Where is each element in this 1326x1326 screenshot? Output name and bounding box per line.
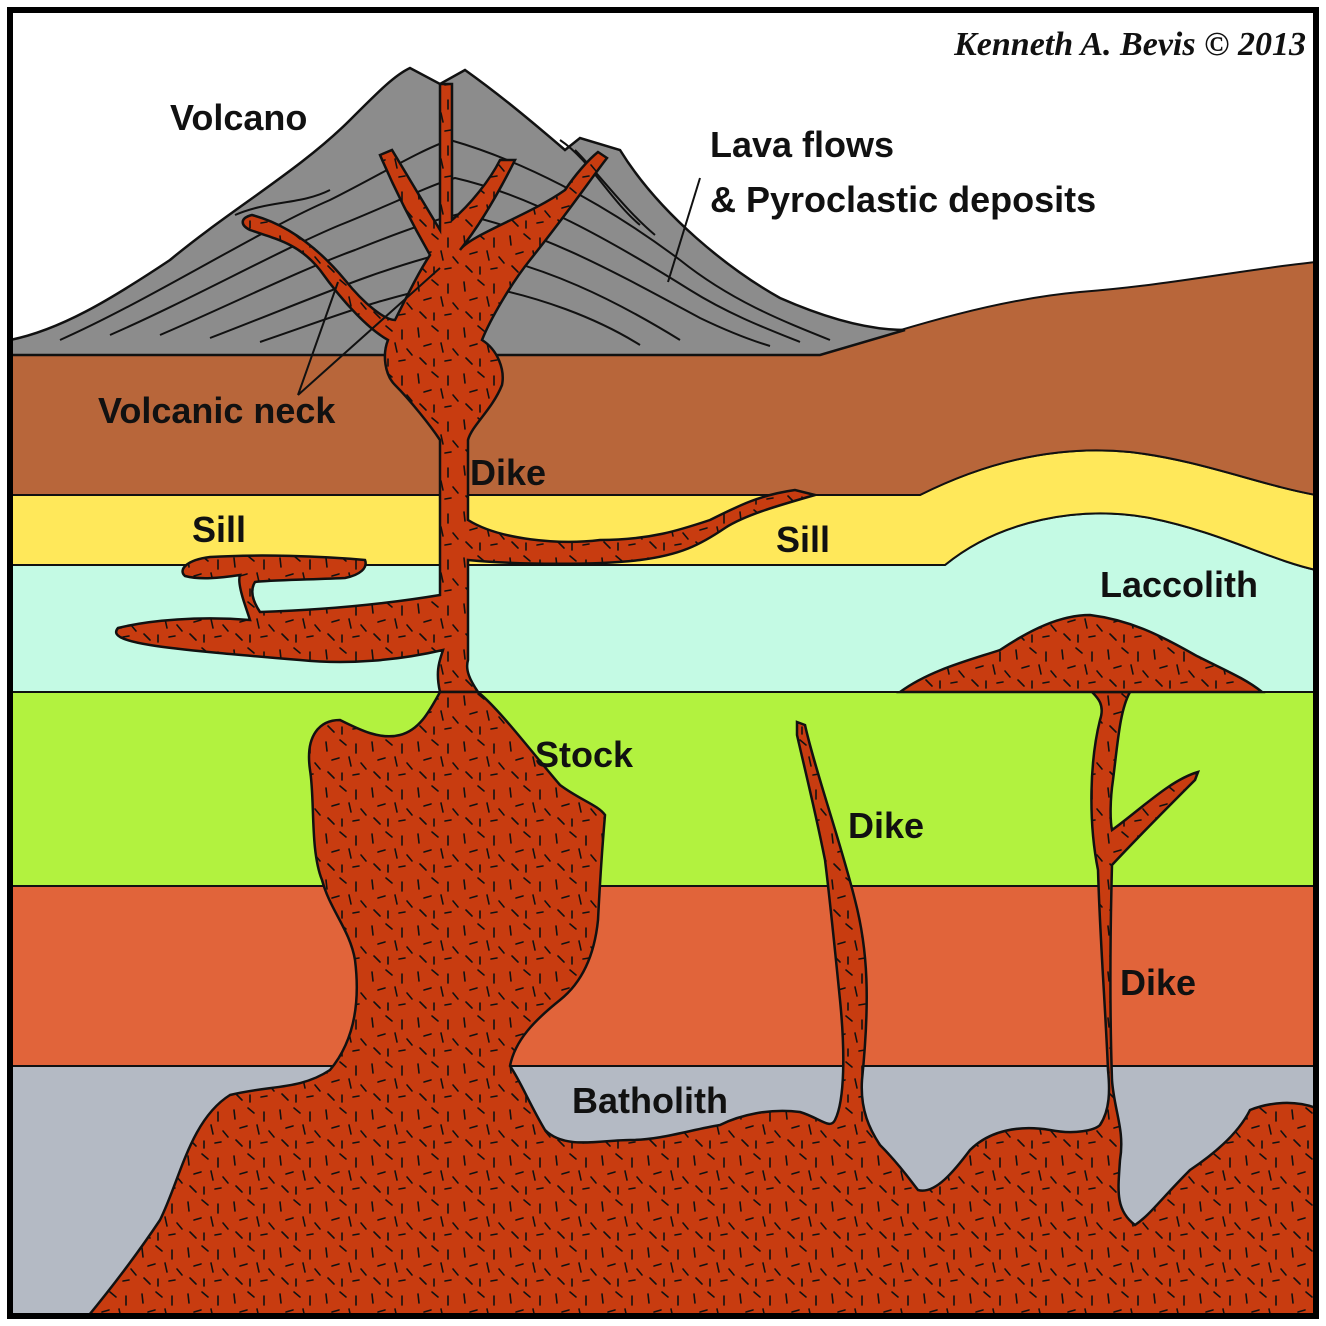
label-dike-middle: Dike [848, 805, 924, 846]
label-sill-right: Sill [776, 519, 830, 560]
label-batholith: Batholith [572, 1080, 728, 1121]
label-volcanic-neck: Volcanic neck [98, 390, 336, 431]
label-stock: Stock [535, 734, 634, 775]
label-lava-flows: Lava flows [710, 124, 894, 165]
label-volcano: Volcano [170, 97, 307, 138]
label-laccolith: Laccolith [1100, 564, 1258, 605]
label-pyroclastic-deposits: & Pyroclastic deposits [710, 179, 1096, 220]
label-dike-upper: Dike [470, 452, 546, 493]
label-dike-right: Dike [1120, 962, 1196, 1003]
label-sill-left: Sill [192, 509, 246, 550]
credit-text: Kenneth A. Bevis © 2013 [953, 26, 1306, 63]
